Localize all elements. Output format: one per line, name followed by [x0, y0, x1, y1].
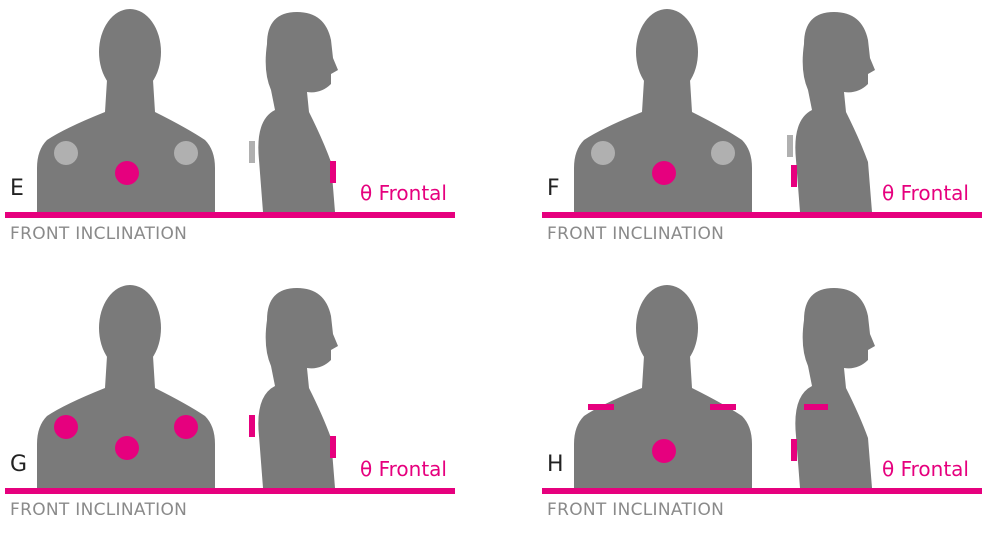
- panel-letter: F: [547, 178, 560, 200]
- side-marker-back: [249, 141, 255, 163]
- side-marker-back-lower: [791, 165, 797, 187]
- panel-caption: FRONT INCLINATION: [547, 502, 724, 519]
- panel-e: E θ Frontal FRONT INCLINATION: [5, 0, 465, 258]
- ground-line: [542, 488, 982, 494]
- panel-caption: FRONT INCLINATION: [10, 502, 187, 519]
- side-silhouette: [795, 288, 875, 488]
- panel-h: H θ Frontal FRONT INCLINATION: [542, 276, 987, 534]
- side-silhouette: [258, 12, 338, 212]
- ground-line: [5, 212, 455, 218]
- panel-letter: G: [10, 454, 27, 476]
- side-marker-back: [249, 415, 255, 437]
- theta-frontal-label: θ Frontal: [360, 459, 447, 479]
- panel-letter: E: [10, 178, 24, 200]
- ground-line: [542, 212, 982, 218]
- theta-frontal-label: θ Frontal: [360, 183, 447, 203]
- front-marker-right-shoulder-top: [710, 404, 736, 410]
- theta-frontal-label: θ Frontal: [882, 459, 969, 479]
- ground-line: [5, 488, 455, 494]
- theta-frontal-label: θ Frontal: [882, 183, 969, 203]
- side-marker-back-upper: [787, 135, 793, 157]
- front-marker-right-shoulder: [711, 141, 735, 165]
- front-marker-left-shoulder-top: [588, 404, 614, 410]
- front-marker-left-shoulder: [54, 141, 78, 165]
- side-marker-chest: [330, 161, 336, 183]
- side-marker-chest: [330, 436, 336, 458]
- front-marker-center: [652, 439, 676, 463]
- front-marker-center: [115, 436, 139, 460]
- front-marker-left-shoulder: [54, 415, 78, 439]
- panel-f-figure: [542, 0, 987, 258]
- front-marker-center: [115, 161, 139, 185]
- panel-f: F θ Frontal FRONT INCLINATION: [542, 0, 987, 258]
- side-marker-back-lower: [791, 439, 797, 461]
- panel-e-figure: [5, 0, 465, 258]
- front-marker-right-shoulder: [174, 141, 198, 165]
- side-silhouette: [258, 288, 338, 488]
- panel-letter: H: [547, 454, 564, 476]
- front-marker-left-shoulder: [591, 141, 615, 165]
- panel-h-figure: [542, 276, 987, 534]
- panel-caption: FRONT INCLINATION: [547, 226, 724, 243]
- panel-g: G θ Frontal FRONT INCLINATION: [5, 276, 465, 534]
- front-marker-right-shoulder: [174, 415, 198, 439]
- panel-caption: FRONT INCLINATION: [10, 226, 187, 243]
- side-silhouette: [795, 12, 875, 212]
- front-marker-center: [652, 161, 676, 185]
- side-marker-shoulder-top: [804, 404, 828, 410]
- panel-g-figure: [5, 276, 465, 534]
